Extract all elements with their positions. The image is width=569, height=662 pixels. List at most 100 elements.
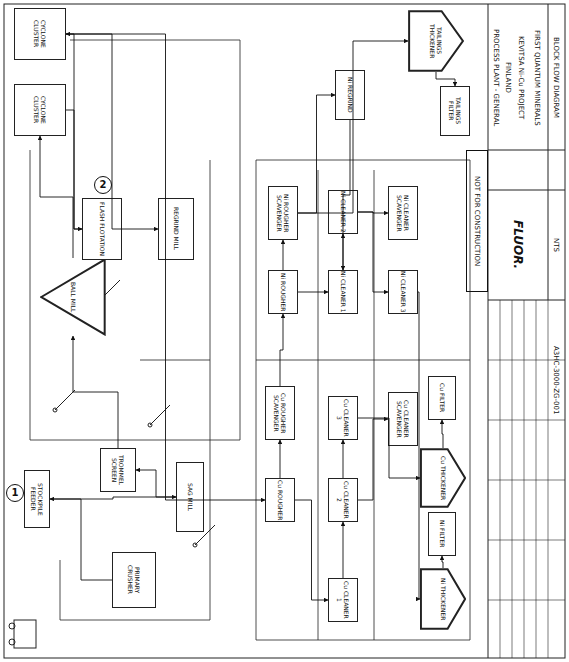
- title-text: FINLAND: [502, 10, 514, 145]
- mill-triangle: BALL MILL: [40, 258, 106, 336]
- node-label: Cu CLEANER 3: [336, 397, 350, 439]
- node-label: TROMMEL SCREEN: [111, 449, 125, 491]
- flotation-cell: Ni CLEANER 1: [328, 270, 358, 314]
- node-outline-shape: [421, 449, 465, 507]
- flow-line: [283, 240, 284, 270]
- flow-line: [358, 419, 388, 500]
- flow-line: [280, 440, 281, 478]
- flow-line: [298, 292, 328, 293]
- flotation-cell: Cu CLEANER SCAVENGER: [388, 392, 418, 446]
- process-line: [30, 40, 470, 640]
- flotation-cell: Cu CLEANER 1: [328, 578, 358, 622]
- title-text: BLOCK FLOW DIAGRAM: [549, 10, 563, 145]
- node-label: Cu CLEANER 1: [336, 579, 350, 621]
- flow-line: [442, 556, 443, 568]
- flotation-cell: Cu ROUGHER SCAVENGER: [265, 386, 295, 440]
- node-label: Cu ROUGHER SCAVENGER: [273, 387, 287, 439]
- node-label: PRIMARY CRUSHER: [127, 553, 141, 607]
- flow-line: [280, 314, 283, 386]
- flow-line: [298, 95, 335, 213]
- node-label: Ni FILTER: [439, 520, 446, 547]
- flow-line: [343, 120, 350, 270]
- node-outline-shape: [421, 569, 465, 629]
- node-label: Cu CLEANER SCAVENGER: [396, 393, 410, 445]
- flow-line: [66, 110, 82, 229]
- company-logo: FLUOR.: [505, 195, 531, 295]
- mill-box: Ni REGRIND: [335, 70, 365, 120]
- drawing-number: A3HC-3000-ZG-001: [550, 305, 562, 455]
- mill-box: REGRIND MILL: [158, 198, 194, 260]
- title-block-line: [488, 300, 565, 301]
- node-label: Ni ROUGHER SCAVENGER: [276, 187, 290, 239]
- flow-line: [66, 34, 158, 229]
- scale-text: NTS: [550, 195, 562, 295]
- flow-line: [298, 41, 408, 213]
- flow-line: [343, 440, 344, 478]
- thickener-symbol: Ni THICKENER: [420, 568, 466, 630]
- flotation-cell: Cu CLEANER 3: [328, 396, 358, 440]
- title-block-line: [488, 4, 489, 658]
- title-text: FIRST QUANTUM MINERALS: [528, 10, 546, 145]
- node-label: SAG MILL: [187, 483, 194, 511]
- flow-line: [136, 470, 176, 497]
- flotation-cell: Ni CLEANER 3: [388, 270, 418, 314]
- node-label: STOCKPILE FEEDER: [30, 471, 44, 527]
- conveyor-symbol: [53, 280, 215, 547]
- screen-box: TROMMEL SCREEN: [100, 448, 136, 492]
- truck-symbol: [9, 620, 36, 648]
- flow-line: [358, 418, 420, 478]
- flotation-cell: Ni CLEANER SCAVENGER: [388, 186, 418, 240]
- flotation-cell: Cu CLEANER 2: [328, 478, 358, 522]
- crusher-box: PRIMARY CRUSHER: [112, 552, 156, 608]
- node-label: TAILINGS THICKENER: [429, 10, 443, 72]
- callout-number: 2: [94, 176, 112, 194]
- flow-line: [66, 34, 82, 229]
- node-outline-shape: [41, 260, 104, 335]
- title-text: KEVITSA Ni-Cu PROJECT: [514, 10, 528, 145]
- flow-line: [418, 292, 420, 599]
- flotation-cell: Cu ROUGHER: [265, 478, 295, 522]
- node-label: Cu CLEANER 2: [336, 479, 350, 521]
- flow-line: [40, 136, 73, 258]
- title-block-line: [488, 150, 565, 151]
- flow-line: [50, 499, 112, 580]
- feeder-box: STOCKPILE FEEDER: [24, 470, 50, 528]
- cyclone-box: CYCLONE CLUSTER: [14, 84, 66, 136]
- node-label: CYCLONE CLUSTER: [33, 85, 47, 135]
- flow-line: [66, 34, 265, 500]
- thickener-symbol: Cu THICKENER: [420, 448, 466, 508]
- flotation-box: FLASH FLOTATION: [82, 198, 122, 260]
- title-block-line: [488, 190, 565, 191]
- node-label: FLASH FLOTATION: [99, 202, 106, 256]
- flow-line: [358, 212, 388, 213]
- callout-number: 1: [6, 484, 24, 502]
- sheet-border: [4, 4, 565, 658]
- flow-line: [343, 522, 344, 578]
- node-label: Ni REGRIND: [347, 77, 354, 113]
- stamp-text: NOT FOR CONSTRUCTION: [466, 150, 488, 292]
- flow-line: [343, 234, 344, 270]
- node-label: Ni THICKENER: [440, 578, 447, 620]
- node-label: Ni CLEANER 1: [340, 271, 347, 313]
- flotation-cell: Ni CLEANER 2: [328, 190, 358, 234]
- node-label: Ni CLEANER SCAVENGER: [396, 187, 410, 239]
- node-label: Ni CLEANER 3: [400, 271, 407, 313]
- node-label: Ni CLEANER 2: [340, 191, 347, 233]
- node-label: CYCLONE CLUSTER: [33, 9, 47, 59]
- node-label: Ni ROUGHER: [280, 273, 287, 311]
- flow-line: [295, 500, 328, 600]
- title-block-line: [548, 4, 549, 300]
- filter-box: Ni FILTER: [428, 512, 456, 556]
- filter-box: TAILINGS FILTER: [440, 86, 470, 136]
- node-label: Cu THICKENER: [440, 456, 447, 500]
- flow-line: [50, 497, 176, 499]
- node-label: TAILINGS FILTER: [448, 87, 462, 135]
- node-label: Cu ROUGHER: [277, 480, 284, 520]
- node-label: REGRIND MILL: [173, 207, 180, 250]
- mill-box: SAG MILL: [176, 462, 204, 532]
- flow-line: [73, 336, 118, 448]
